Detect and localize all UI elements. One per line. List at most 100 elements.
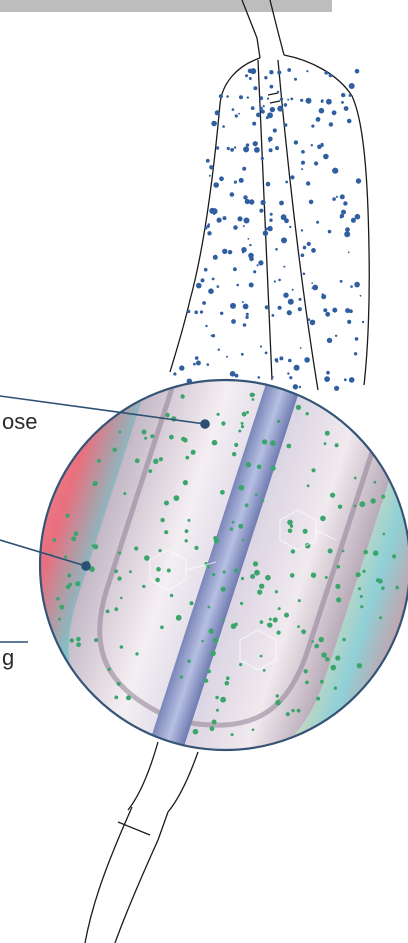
drug-particle-magnified — [241, 422, 244, 425]
drug-particle-magnified — [338, 505, 342, 509]
drug-particle-magnified — [222, 619, 225, 622]
drug-particle — [301, 229, 303, 231]
drug-particle — [209, 165, 213, 169]
drug-particle — [173, 372, 176, 375]
top-bar — [0, 0, 332, 12]
drug-particle — [299, 386, 301, 388]
drug-particle-magnified — [331, 665, 337, 671]
drug-particle-magnified — [238, 524, 243, 529]
drug-particle-magnified — [325, 431, 330, 436]
drug-particle-magnified — [226, 676, 230, 680]
drug-particle-magnified — [164, 501, 169, 506]
drug-particle-magnified — [255, 493, 258, 496]
drug-particle-magnified — [225, 681, 230, 686]
drug-particle — [345, 227, 350, 232]
drug-particle — [321, 294, 326, 299]
drug-particle-magnified — [193, 729, 199, 735]
drug-particle — [258, 260, 263, 265]
drug-particle-magnified — [286, 712, 290, 716]
drug-particle-magnified — [296, 405, 301, 410]
drug-particle — [302, 151, 304, 153]
drug-particle-magnified — [242, 539, 245, 542]
drug-particle-magnified — [246, 462, 252, 468]
drug-particle-magnified — [354, 505, 357, 508]
drug-particle-magnified — [277, 420, 280, 423]
drug-particle-magnified — [325, 657, 330, 662]
drug-particle-magnified — [74, 531, 79, 536]
drug-particle — [344, 106, 349, 111]
drug-particle — [253, 270, 256, 273]
drug-particle — [332, 110, 337, 115]
drug-particle — [236, 284, 239, 287]
drug-particle — [354, 352, 357, 355]
drug-particle — [261, 200, 266, 205]
drug-particle-magnified — [240, 602, 243, 605]
drug-particle — [307, 242, 311, 246]
drug-particle — [312, 285, 318, 291]
drug-particle-magnified — [216, 709, 219, 712]
drug-particle — [249, 244, 251, 246]
drug-particle — [230, 192, 235, 197]
drug-particle — [179, 365, 184, 370]
drug-particle-magnified — [92, 544, 95, 547]
drug-particle — [252, 122, 256, 126]
drug-particle-magnified — [306, 412, 309, 415]
drug-particle — [209, 175, 211, 177]
drug-particle-magnified — [126, 695, 131, 700]
drug-particle — [340, 194, 345, 199]
drug-particle — [267, 98, 269, 100]
drug-particle-magnified — [183, 480, 188, 485]
drug-particle — [226, 356, 228, 358]
drug-particle-magnified — [242, 412, 247, 417]
drug-particle — [340, 280, 343, 283]
drug-particle — [298, 307, 302, 311]
drug-particle-magnified — [252, 398, 255, 401]
drug-particle-magnified — [144, 437, 147, 440]
drug-particle — [321, 100, 324, 103]
drug-particle-magnified — [185, 456, 189, 460]
drug-particle-magnified — [253, 561, 258, 566]
drug-particle — [332, 168, 338, 174]
drug-particle — [343, 201, 347, 205]
drug-particle — [362, 321, 364, 323]
drug-particle-magnified — [250, 574, 255, 579]
drug-particle-magnified — [194, 546, 198, 550]
drug-particle-magnified — [359, 501, 365, 507]
drug-particle-magnified — [297, 709, 301, 713]
drug-particle-magnified — [328, 549, 333, 554]
drug-particle — [292, 289, 294, 291]
drug-particle — [227, 147, 230, 150]
drug-particle-magnified — [180, 394, 184, 398]
drug-particle — [263, 105, 265, 107]
drug-particle-magnified — [94, 638, 98, 642]
drug-particle-magnified — [277, 631, 281, 635]
drug-particle-magnified — [267, 623, 272, 628]
drug-particle — [259, 96, 263, 100]
drug-particle-magnified — [325, 576, 328, 579]
drug-particle — [347, 320, 351, 324]
drug-particle-magnified — [155, 578, 160, 583]
drug-particle — [239, 178, 244, 183]
drug-particle-magnified — [257, 590, 262, 595]
drug-particle — [280, 98, 283, 101]
drug-particle-magnified — [117, 576, 121, 580]
drug-particle — [258, 376, 261, 379]
drug-particle — [284, 103, 288, 107]
drug-particle — [244, 218, 250, 224]
drug-particle-magnified — [209, 628, 214, 633]
catheter-shaft-lower — [85, 742, 198, 943]
drug-particle-magnified — [336, 597, 341, 602]
drug-particle-magnified — [76, 637, 81, 642]
drug-particle — [259, 107, 263, 111]
drug-particle — [325, 312, 330, 317]
drug-particle-magnified — [252, 728, 255, 731]
drug-particle-magnified — [129, 570, 132, 573]
drug-particle-magnified — [215, 696, 219, 700]
drug-particle — [216, 146, 219, 149]
drug-particle-magnified — [114, 607, 118, 611]
drug-particle-magnified — [335, 584, 340, 589]
drug-particle — [243, 304, 249, 310]
drug-particle — [259, 209, 263, 213]
drug-particle-magnified — [170, 594, 173, 597]
drug-particle — [316, 117, 321, 122]
